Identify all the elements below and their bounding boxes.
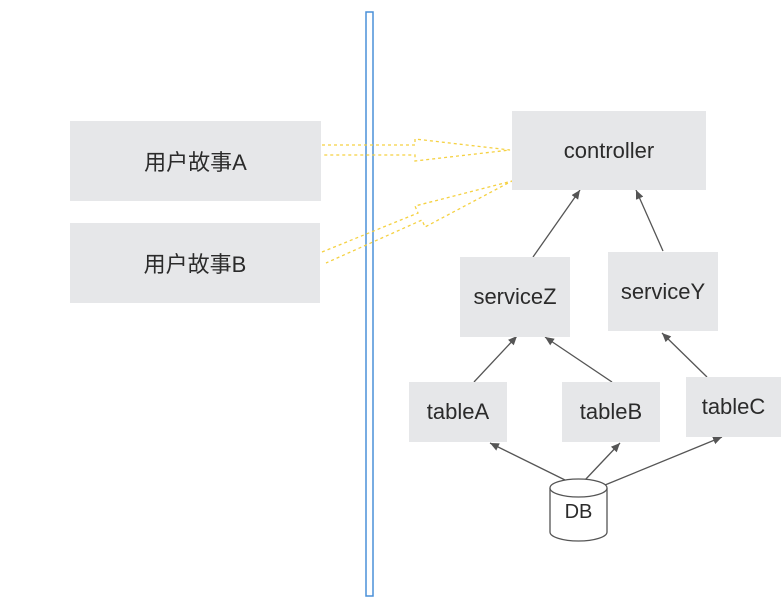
- dashed-arrow-story-b-to-controller: [321, 180, 513, 264]
- controller-box: controller: [512, 111, 706, 190]
- arrow-tableb-to-servicez: [544, 336, 613, 383]
- user-story-a-box: 用户故事A: [70, 121, 321, 201]
- tableb-box: tableB: [562, 382, 660, 442]
- arrow-servicez-to-controller: [532, 189, 581, 258]
- db-cylinder-icon: [549, 478, 608, 542]
- arrow-tablec-to-servicey: [661, 332, 708, 378]
- user-story-b-box: 用户故事B: [70, 223, 320, 303]
- db-label: DB: [564, 500, 593, 523]
- boundary-divider: [365, 11, 374, 597]
- tablea-box: tableA: [409, 382, 507, 442]
- dashed-arrow-story-a-to-controller: [322, 138, 511, 162]
- arrow-db-to-tablea: [489, 442, 566, 481]
- servicey-box: serviceY: [608, 252, 718, 331]
- arrow-servicey-to-controller: [635, 189, 664, 252]
- arrow-db-to-tablec: [604, 436, 723, 486]
- servicez-box: serviceZ: [460, 257, 570, 337]
- arrow-db-to-tableb: [584, 442, 621, 481]
- arrow-tablea-to-servicez: [473, 335, 518, 383]
- tablec-box: tableC: [686, 377, 781, 437]
